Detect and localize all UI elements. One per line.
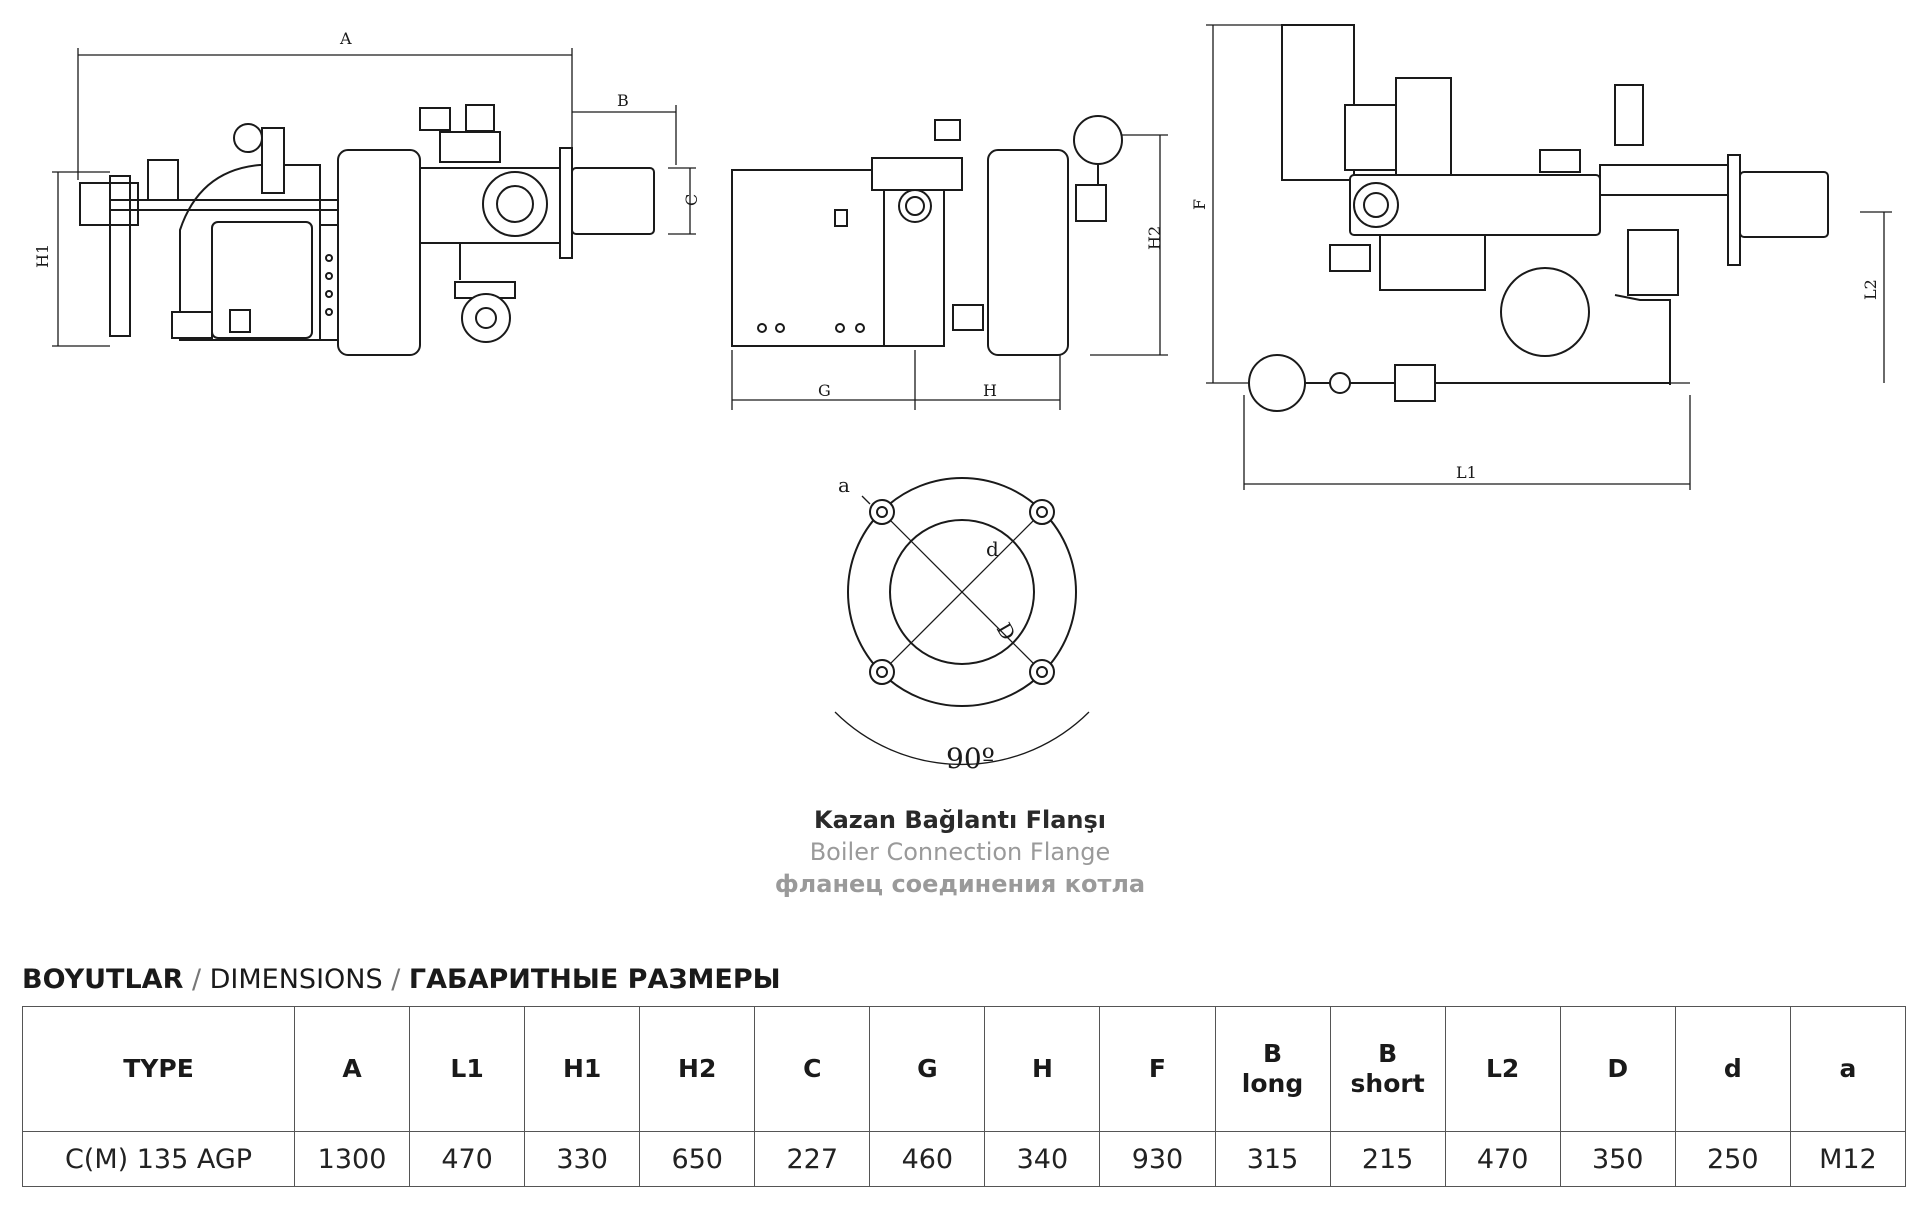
header-cell-h: H (984, 1006, 1101, 1132)
flange-angle-label: 90º (946, 742, 995, 775)
cell-h1: 330 (524, 1131, 641, 1187)
dim-label-b: B (617, 91, 629, 110)
dim-label-h: H (983, 381, 997, 400)
section-title-turkish: BOYUTLAR (22, 964, 184, 995)
boiler-flange-drawing: a d D 90º (834, 473, 1090, 775)
header-cell-type: TYPE (22, 1006, 295, 1132)
flange-caption-turkish: Kazan Bağlantı Flanşı (813, 806, 1107, 834)
section-title-english: DIMENSIONS (209, 964, 383, 995)
dim-label-l2: L2 (1861, 279, 1880, 300)
header-cell-h2: H2 (639, 1006, 756, 1132)
section-title-separator-1: / (183, 964, 210, 995)
dim-label-h1: H1 (33, 244, 52, 268)
dim-label-l1: L1 (1456, 463, 1477, 482)
header-cell-l1: L1 (409, 1006, 526, 1132)
flange-label-d-inner: d (986, 537, 999, 561)
cell-b-short: 215 (1329, 1131, 1446, 1187)
dim-label-h2: H2 (1145, 226, 1164, 250)
technical-drawings: A B C H1 (33, 24, 1892, 775)
dim-label-a: A (339, 29, 352, 48)
header-cell-h1: H1 (524, 1006, 641, 1132)
table-row: C(M) 135 AGP 1300 470 330 650 227 460 34… (22, 1131, 1907, 1187)
cell-c: 227 (754, 1131, 871, 1187)
header-cell-a: A (293, 1006, 411, 1132)
top-view-drawing: F L2 L1 (1190, 24, 1892, 490)
cell-h2: 650 (639, 1131, 756, 1187)
cell-f: 930 (1099, 1131, 1216, 1187)
header-cell-d-upper: D (1559, 1006, 1676, 1132)
cell-l2: 470 (1444, 1131, 1561, 1187)
dim-label-f: F (1190, 199, 1209, 210)
cell-d-upper: 350 (1559, 1131, 1676, 1187)
header-cell-d-lower: d (1674, 1006, 1791, 1132)
dim-label-g: G (818, 381, 831, 400)
cell-l1: 470 (409, 1131, 526, 1187)
side-view-drawing: A B C H1 (33, 29, 701, 356)
section-title-russian: ГАБАРИТНЫЕ РАЗМЕРЫ (408, 964, 781, 995)
front-view-drawing: G H H2 (731, 115, 1168, 410)
cell-d-lower: 250 (1674, 1131, 1791, 1187)
cell-h: 340 (984, 1131, 1101, 1187)
section-title-separator-2: / (382, 964, 409, 995)
header-cell-g: G (869, 1006, 986, 1132)
cell-type: C(M) 135 AGP (22, 1131, 295, 1187)
dimensions-section-title: BOYUTLAR / DIMENSIONS / ГАБАРИТНЫЕ РАЗМЕ… (22, 964, 781, 995)
flange-label-a: a (838, 473, 850, 497)
flange-caption-english: Boiler Connection Flange (809, 838, 1111, 866)
dim-label-c: C (682, 194, 701, 206)
cell-a-lower: M12 (1789, 1131, 1907, 1187)
header-cell-f: F (1099, 1006, 1216, 1132)
cell-g: 460 (869, 1131, 986, 1187)
cell-b-long: 315 (1214, 1131, 1331, 1187)
header-cell-a-lower: a (1789, 1006, 1907, 1132)
header-cell-l2: L2 (1444, 1006, 1561, 1132)
header-cell-c: C (754, 1006, 871, 1132)
flange-caption-russian: фланец соединения котла (774, 870, 1146, 898)
cell-a: 1300 (293, 1131, 411, 1187)
